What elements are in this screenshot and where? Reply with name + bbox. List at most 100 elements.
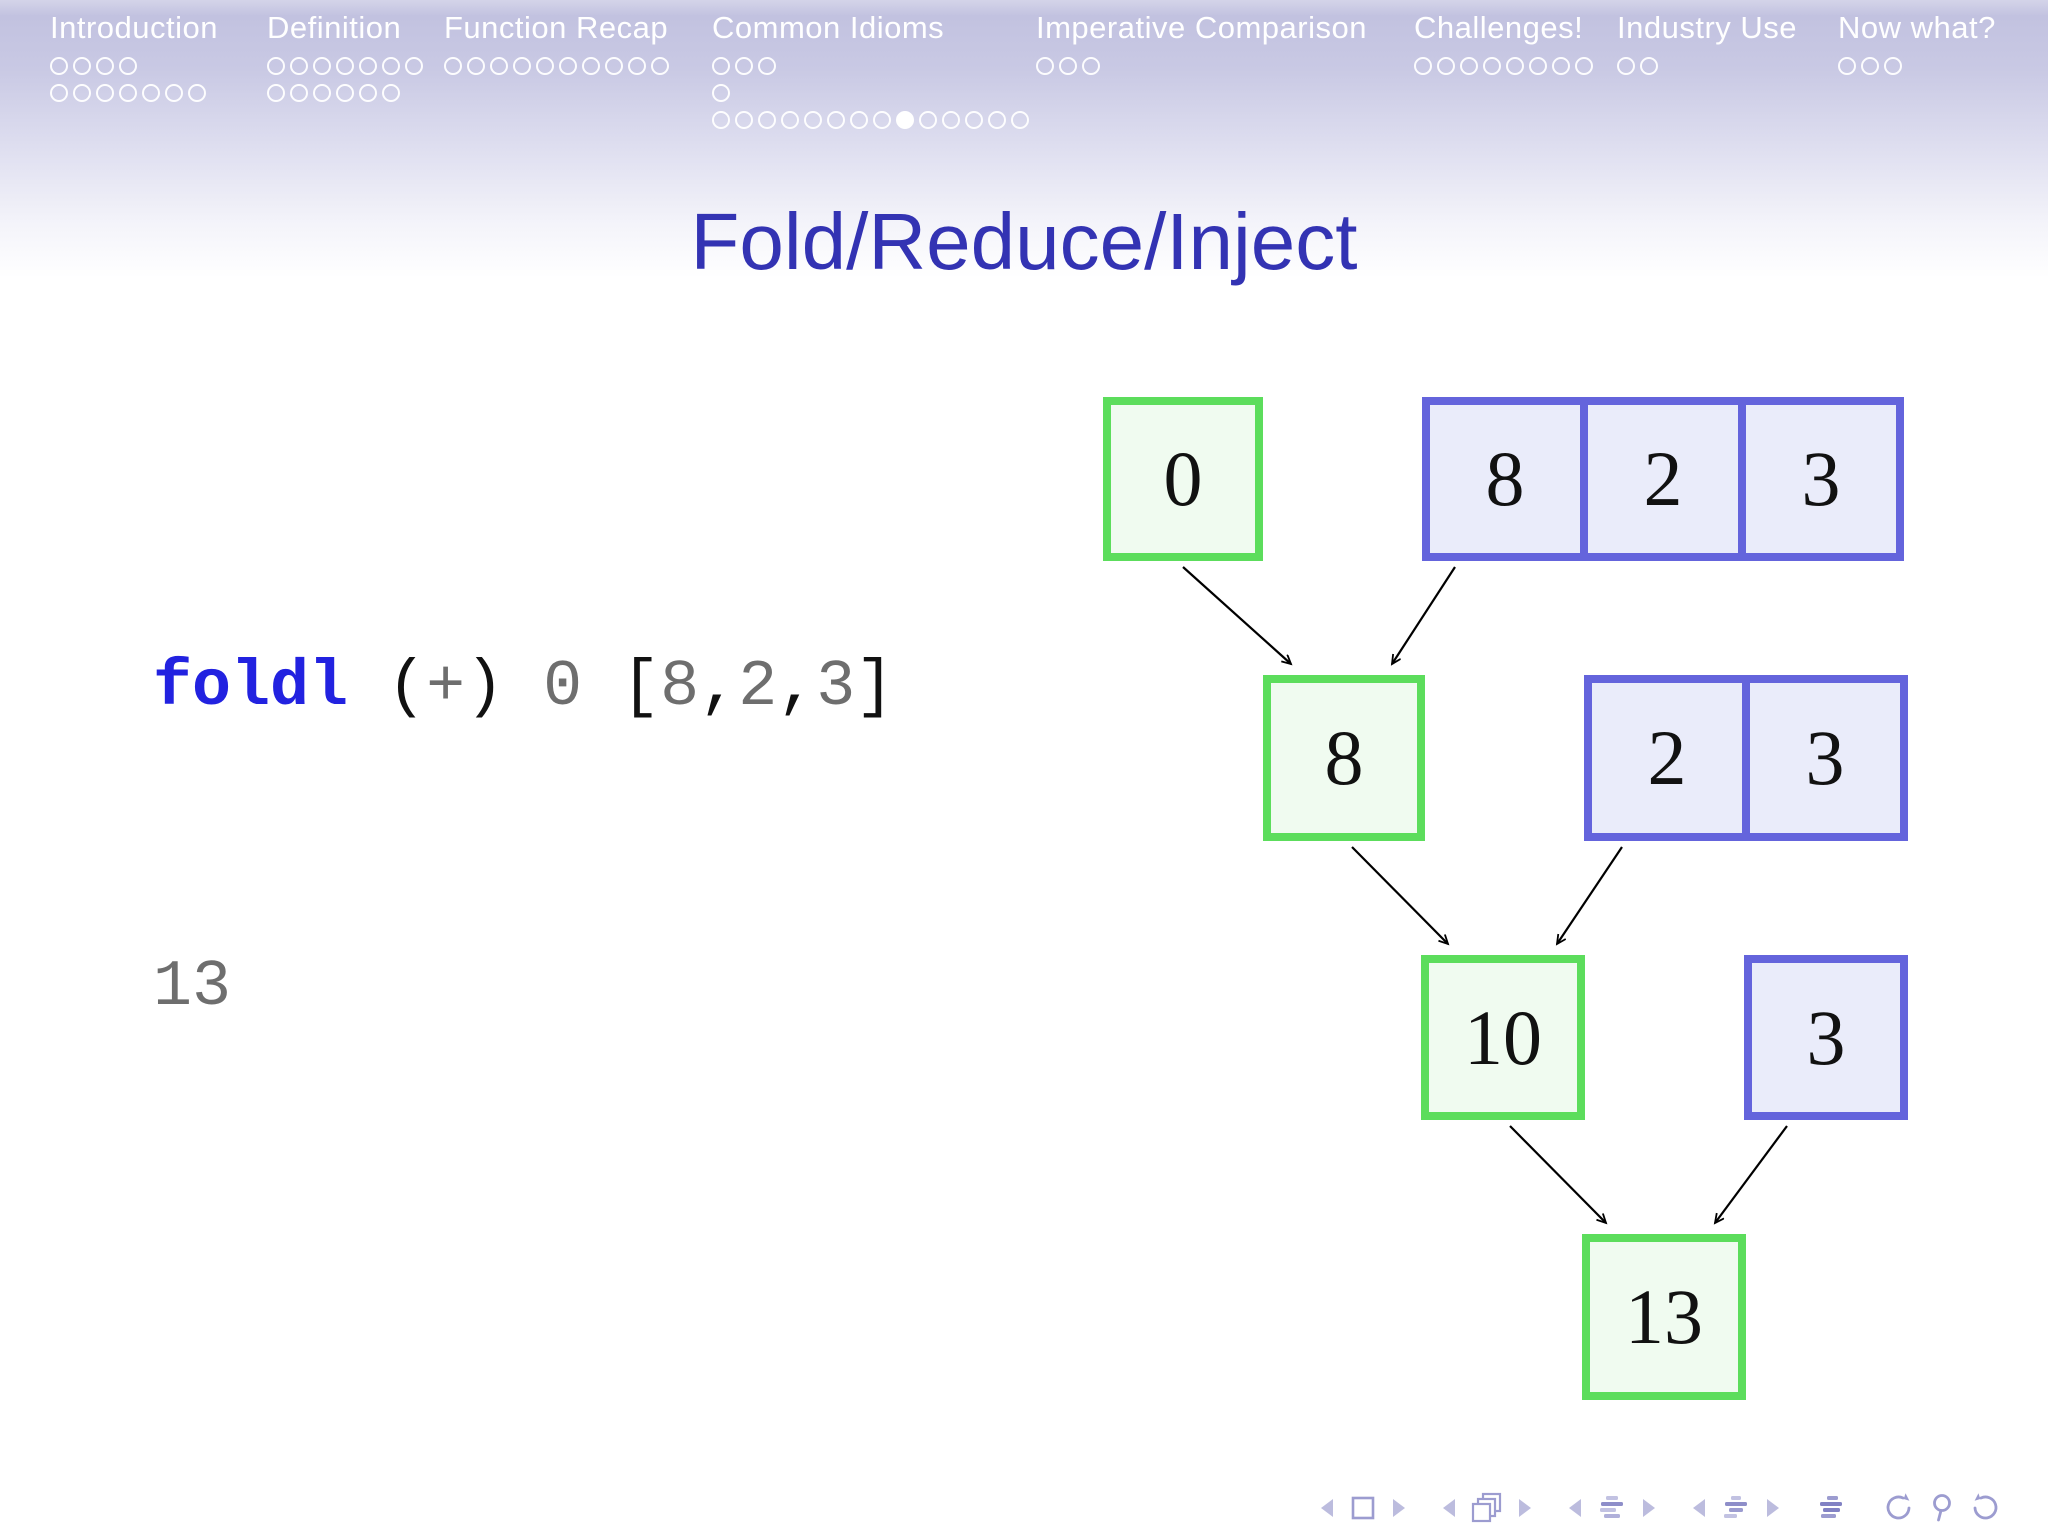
nav-section-label[interactable]: Definition [267,10,402,45]
slide-dot[interactable] [290,84,308,102]
slide-dot[interactable] [873,111,891,129]
slide-dot[interactable] [73,57,91,75]
nav-section-label[interactable]: Imperative Comparison [1036,10,1367,45]
section-icon[interactable] [1721,1493,1751,1523]
slide-dot[interactable] [267,57,285,75]
slide-dot[interactable] [490,57,508,75]
slide-dot[interactable] [359,84,377,102]
slide-dot[interactable] [1011,111,1029,129]
nav-section-imperative-comparison[interactable]: Imperative Comparison [1036,10,1367,84]
slide-dot[interactable] [73,84,91,102]
slide-dot[interactable] [804,111,822,129]
slide-dot[interactable] [850,111,868,129]
presentation-icon[interactable] [1816,1493,1846,1523]
nav-section-label[interactable]: Now what? [1838,10,1996,45]
slide-dot[interactable] [712,111,730,129]
prev-section-icon[interactable] [1692,1498,1706,1518]
slide-dot[interactable] [827,111,845,129]
slide-dot[interactable] [628,57,646,75]
slide-dot[interactable] [50,84,68,102]
slide-dot[interactable] [513,57,531,75]
slide-dot[interactable] [165,84,183,102]
slide-dot[interactable] [313,84,331,102]
slide-dot[interactable] [382,57,400,75]
nav-section-function-recap[interactable]: Function Recap [444,10,674,84]
nav-section-label[interactable]: Function Recap [444,10,669,45]
slide-dot[interactable] [712,84,730,102]
slide-dot[interactable] [1617,57,1635,75]
next-frame-icon[interactable] [1518,1498,1532,1518]
slide-dot[interactable] [1059,57,1077,75]
subsection-icon[interactable] [1597,1493,1627,1523]
slide-dot[interactable] [1506,57,1524,75]
nav-section-industry-use[interactable]: Industry Use [1617,10,1797,84]
prev-frame-icon[interactable] [1442,1498,1456,1518]
slide-dot[interactable] [758,111,776,129]
slide-dot[interactable] [712,57,730,75]
nav-section-label[interactable]: Common Idioms [712,10,945,45]
slide-dot[interactable] [119,84,137,102]
slide-dot[interactable] [405,57,423,75]
slide-dot[interactable] [1437,57,1455,75]
slide-dot[interactable] [1575,57,1593,75]
slide-dot[interactable] [1884,57,1902,75]
slide-dot[interactable] [50,57,68,75]
slide-icon[interactable] [1349,1494,1377,1522]
nav-section-label[interactable]: Challenges! [1414,10,1584,45]
slide-dot[interactable] [781,111,799,129]
slide-dot[interactable] [1529,57,1547,75]
slide-dot[interactable] [1861,57,1879,75]
slide-dot[interactable] [336,57,354,75]
next-subsection-icon[interactable] [1642,1498,1656,1518]
slide-dot[interactable] [536,57,554,75]
find-icon[interactable] [1929,1492,1955,1524]
slide-dot[interactable] [96,84,114,102]
slide-dot[interactable] [919,111,937,129]
nav-section-introduction[interactable]: Introduction [50,10,218,111]
slide-dot[interactable] [1552,57,1570,75]
slide-dot[interactable] [758,57,776,75]
slide-dot[interactable] [735,57,753,75]
slide-dot[interactable] [942,111,960,129]
slide-dot[interactable] [735,111,753,129]
slide-dot[interactable] [313,57,331,75]
nav-section-label[interactable]: Introduction [50,10,218,45]
slide-dot[interactable] [965,111,983,129]
nav-section-now-what[interactable]: Now what? [1838,10,1996,84]
slide-dot[interactable] [290,57,308,75]
slide-dot[interactable] [119,57,137,75]
slide-dot[interactable] [988,111,1006,129]
slide-dot[interactable] [336,84,354,102]
next-slide-icon[interactable] [1392,1498,1406,1518]
slide-dot[interactable] [559,57,577,75]
slide-dot[interactable] [1838,57,1856,75]
slide-dot[interactable] [359,57,377,75]
slide-dot[interactable] [382,84,400,102]
slide-dot[interactable] [1414,57,1432,75]
slide-dot[interactable] [142,84,160,102]
slide-dot[interactable] [1036,57,1054,75]
prev-subsection-icon[interactable] [1568,1498,1582,1518]
slide-dot[interactable] [467,57,485,75]
slide-dot[interactable] [1082,57,1100,75]
slide-dot[interactable] [582,57,600,75]
nav-section-challenges[interactable]: Challenges! [1414,10,1598,84]
forward-icon[interactable] [1970,1492,2002,1524]
slide-dot[interactable] [1640,57,1658,75]
slide-dot[interactable] [1460,57,1478,75]
back-icon[interactable] [1882,1492,1914,1524]
next-section-icon[interactable] [1766,1498,1780,1518]
slide-dot-current[interactable] [896,111,914,129]
nav-section-common-idioms[interactable]: Common Idioms [712,10,1034,138]
slide-dot[interactable] [444,57,462,75]
slide-dot[interactable] [605,57,623,75]
nav-section-definition[interactable]: Definition [267,10,428,111]
slide-dot[interactable] [96,57,114,75]
slide-dot[interactable] [267,84,285,102]
slide-dot[interactable] [651,57,669,75]
slide-dot[interactable] [188,84,206,102]
slide-dot[interactable] [1483,57,1501,75]
nav-section-label[interactable]: Industry Use [1617,10,1798,45]
frame-icon[interactable] [1471,1492,1503,1524]
prev-slide-icon[interactable] [1320,1498,1334,1518]
